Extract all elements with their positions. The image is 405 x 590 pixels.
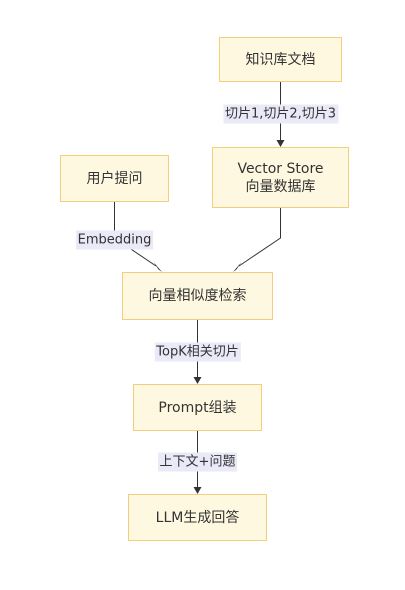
node-user-question-label: 用户提问 — [86, 170, 143, 187]
edge-label-embedding: Embedding — [75, 230, 154, 250]
node-vector-store: Vector Store 向量数据库 — [212, 147, 349, 208]
node-vector-store-label-line2: 向量数据库 — [245, 178, 316, 195]
edge-label-chunks: 切片1,切片2,切片3 — [222, 104, 339, 124]
edge-label-context-question: 上下文+问题 — [157, 452, 238, 472]
arrowhead-search-to-prompt — [193, 377, 202, 384]
node-prompt-assembly-label: Prompt组装 — [158, 399, 237, 416]
node-knowledge-base-docs-label: 知识库文档 — [245, 51, 316, 68]
node-vector-store-label: Vector Store 向量数据库 — [237, 160, 323, 196]
arrowhead-question-to-search — [153, 262, 162, 272]
node-knowledge-base-docs: 知识库文档 — [219, 37, 342, 82]
node-llm-answer: LLM生成回答 — [128, 494, 267, 541]
edge-store-to-search — [238, 208, 281, 267]
arrowhead-prompt-to-llm — [193, 487, 202, 494]
arrowhead-store-to-search — [233, 262, 242, 272]
node-prompt-assembly: Prompt组装 — [133, 384, 262, 431]
node-vector-store-label-line1: Vector Store — [237, 160, 324, 177]
node-similarity-search-label: 向量相似度检索 — [148, 288, 247, 304]
arrowhead-docs-to-store — [276, 140, 285, 147]
edge-label-topk: TopK相关切片 — [154, 342, 241, 362]
node-user-question: 用户提问 — [60, 155, 169, 202]
node-llm-answer-label: LLM生成回答 — [155, 509, 240, 526]
node-similarity-search: 向量相似度检索 — [122, 272, 273, 320]
